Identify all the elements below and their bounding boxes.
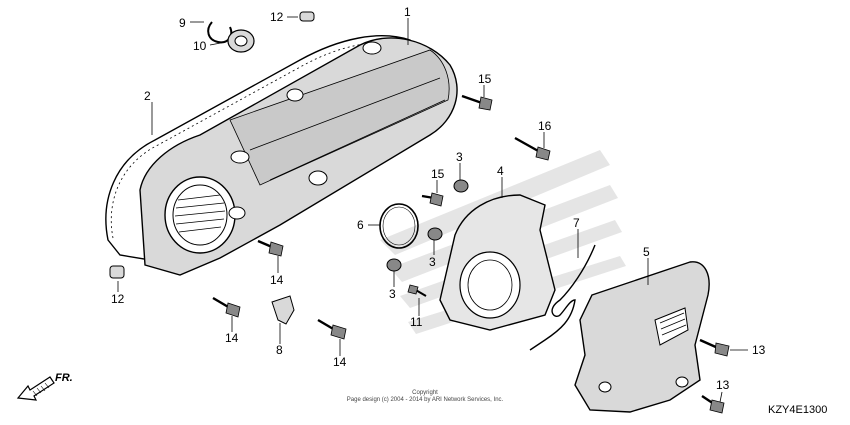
left-crankcase-cover-part-1 (139, 37, 458, 276)
clamp-part-8 (271, 295, 295, 325)
part-labels: 1 2 3 3 3 4 5 6 7 8 9 10 11 12 12 13 13 … (111, 5, 766, 392)
label-part-3a: 3 (456, 150, 463, 164)
copyright-line-2: Page design (c) 2004 - 2014 by ARI Netwo… (347, 397, 504, 403)
label-part-12-top: 12 (270, 10, 284, 24)
label-part-16: 16 (538, 119, 552, 133)
inner-cover-part-4 (439, 194, 556, 331)
label-part-8: 8 (276, 343, 283, 357)
leader-lines (117, 16, 748, 403)
bearing-part-10 (227, 29, 255, 53)
outer-cover-part-5 (574, 261, 710, 413)
dowel-pin-part-12 (109, 11, 315, 279)
label-part-12-left: 12 (111, 292, 125, 306)
front-label: FR. (55, 372, 73, 384)
label-part-3c: 3 (389, 287, 396, 301)
bolt-part-14-right (317, 318, 347, 340)
o-ring-part-6 (379, 203, 419, 249)
label-part-6: 6 (357, 218, 364, 232)
label-part-11: 11 (410, 315, 423, 329)
label-part-3b: 3 (429, 255, 436, 269)
diagram-code: KZY4E1300 (768, 404, 827, 416)
front-arrow-icon (16, 376, 55, 401)
bolt-part-14-left (257, 239, 284, 257)
label-part-14-right: 14 (333, 355, 347, 369)
label-part-15-upper: 15 (478, 72, 492, 86)
bolt-part-15-upper (461, 94, 493, 111)
label-part-2: 2 (144, 89, 151, 103)
label-part-14-left: 14 (270, 273, 284, 287)
bolt-part-11 (407, 284, 427, 297)
bolt-part-13-upper (699, 338, 730, 357)
label-part-5: 5 (643, 245, 650, 259)
label-part-4: 4 (497, 164, 504, 178)
label-part-7: 7 (573, 216, 580, 230)
bolt-part-16 (514, 136, 551, 161)
label-part-14-bottom: 14 (225, 331, 239, 345)
wire-clip-part-7 (529, 244, 596, 351)
collar-part-3 (386, 179, 469, 272)
label-part-15-lower: 15 (431, 167, 445, 181)
label-part-1: 1 (404, 5, 411, 19)
label-part-9: 9 (179, 16, 186, 30)
bolt-part-14-bottom (212, 296, 241, 318)
bolt-part-15-lower (421, 192, 444, 207)
label-part-10: 10 (193, 39, 207, 53)
label-part-13-upper: 13 (752, 343, 766, 357)
label-part-13-lower: 13 (716, 378, 730, 392)
copyright-line-1: Copyright (412, 390, 438, 396)
